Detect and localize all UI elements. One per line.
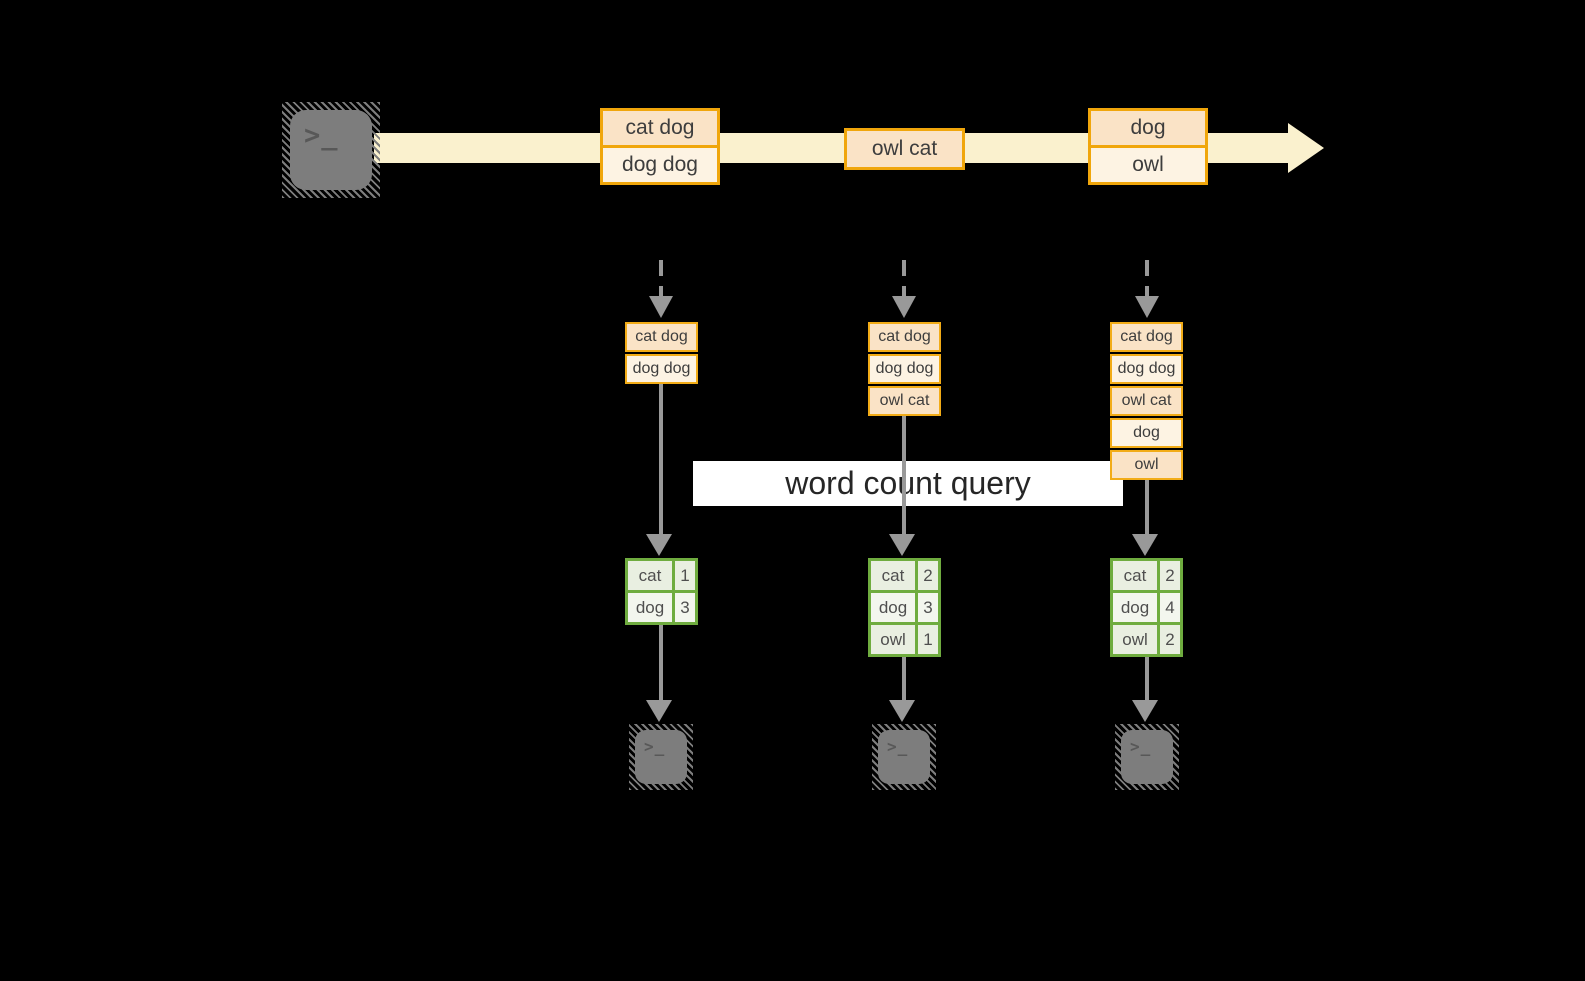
flow-arrowhead-icon — [1132, 534, 1158, 556]
flow-arrow — [659, 384, 663, 534]
count-cell: 3 — [918, 593, 938, 622]
query-banner: word count query — [693, 461, 1123, 506]
buffer-row: cat dog — [868, 322, 941, 352]
batch-arrow-icon — [659, 260, 663, 296]
buffer-row: cat dog — [625, 322, 698, 352]
buffer-row: dog dog — [868, 354, 941, 384]
stream-event-3: dog owl — [1088, 108, 1208, 185]
output-terminal-body: >_ — [1121, 730, 1173, 784]
batch-arrowhead-icon — [649, 296, 673, 318]
output-arrow — [902, 657, 906, 700]
output-arrowhead-icon — [646, 700, 672, 722]
stream-event-2: owl cat — [844, 128, 965, 170]
buffer-stack-3: cat dog dog dog owl cat dog owl — [1110, 322, 1183, 482]
count-cell: 3 — [675, 593, 695, 622]
count-cell: 2 — [1160, 561, 1180, 590]
count-cell: 1 — [918, 625, 938, 654]
flow-arrowhead-icon — [646, 534, 672, 556]
stream-event-1: cat dog dog dog — [600, 108, 720, 185]
stream-arrowhead-icon — [1288, 123, 1324, 173]
output-terminal-body: >_ — [635, 730, 687, 784]
count-cell: 2 — [1160, 625, 1180, 654]
word-cell: cat — [628, 561, 672, 590]
buffer-row: dog dog — [625, 354, 698, 384]
buffer-row: dog dog — [1110, 354, 1183, 384]
batch-arrow-icon — [1145, 260, 1149, 296]
output-arrowhead-icon — [889, 700, 915, 722]
output-arrow — [659, 625, 663, 700]
word-cell: owl — [1113, 625, 1157, 654]
word-cell: dog — [628, 593, 672, 622]
buffer-row: owl cat — [1110, 386, 1183, 416]
count-cell: 1 — [675, 561, 695, 590]
word-cell: dog — [1113, 593, 1157, 622]
stream-event-row: dog — [1088, 108, 1208, 148]
buffer-row: owl cat — [868, 386, 941, 416]
source-terminal-body: >_ — [290, 110, 372, 190]
terminal-prompt-icon: >_ — [887, 737, 909, 756]
stream-event-row: dog dog — [600, 145, 720, 185]
flow-arrowhead-icon — [889, 534, 915, 556]
word-cell: cat — [871, 561, 915, 590]
output-terminal-icon: >_ — [629, 724, 693, 790]
output-terminal-icon: >_ — [872, 724, 936, 790]
count-cell: 4 — [1160, 593, 1180, 622]
batch-arrowhead-icon — [892, 296, 916, 318]
stream-event-row: owl cat — [844, 128, 965, 170]
buffer-row: owl — [1110, 450, 1183, 480]
word-cell: cat — [1113, 561, 1157, 590]
word-cell: owl — [871, 625, 915, 654]
output-arrowhead-icon — [1132, 700, 1158, 722]
stream-event-row: cat dog — [600, 108, 720, 148]
terminal-prompt-icon: >_ — [304, 120, 339, 151]
terminal-prompt-icon: >_ — [644, 737, 666, 756]
output-terminal-icon: >_ — [1115, 724, 1179, 790]
buffer-stack-2: cat dog dog dog owl cat — [868, 322, 941, 418]
word-cell: dog — [871, 593, 915, 622]
batch-arrow-icon — [902, 260, 906, 296]
word-count-table-2: cat 2 dog 3 owl 1 — [868, 558, 941, 657]
stream-event-row: owl — [1088, 145, 1208, 185]
output-terminal-body: >_ — [878, 730, 930, 784]
source-terminal-icon: >_ — [282, 102, 380, 198]
terminal-prompt-icon: >_ — [1130, 737, 1152, 756]
output-arrow — [1145, 657, 1149, 700]
batch-arrowhead-icon — [1135, 296, 1159, 318]
word-count-table-1: cat 1 dog 3 — [625, 558, 698, 625]
word-count-table-3: cat 2 dog 4 owl 2 — [1110, 558, 1183, 657]
flow-arrow — [902, 416, 906, 534]
flow-arrow — [1145, 480, 1149, 534]
buffer-row: cat dog — [1110, 322, 1183, 352]
count-cell: 2 — [918, 561, 938, 590]
buffer-row: dog — [1110, 418, 1183, 448]
buffer-stack-1: cat dog dog dog — [625, 322, 698, 386]
